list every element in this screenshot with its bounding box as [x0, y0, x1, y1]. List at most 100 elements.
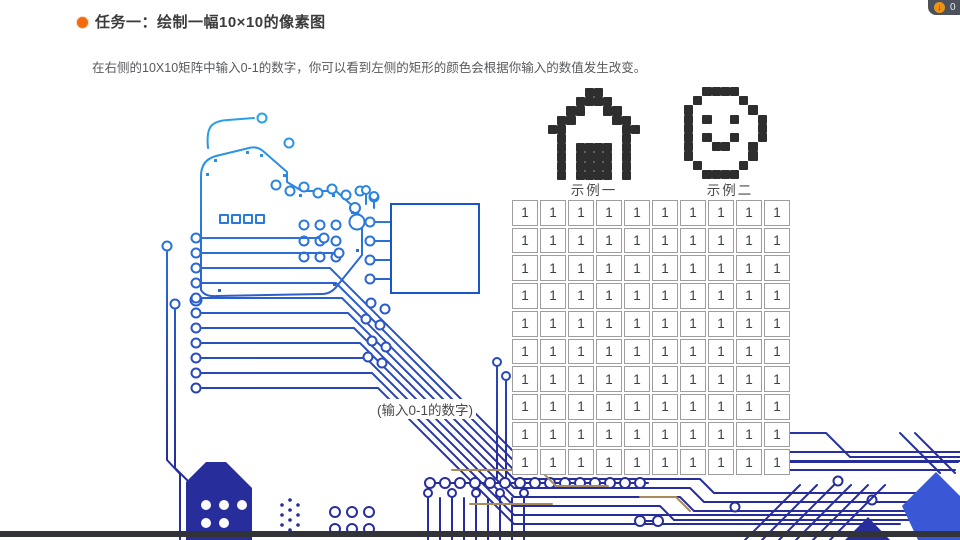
matrix-cell-r7c6[interactable]	[680, 393, 706, 420]
matrix-cell-r8c6[interactable]	[680, 421, 706, 448]
matrix-cell-r8c8[interactable]	[736, 421, 762, 448]
matrix-cell-r6c9[interactable]	[764, 366, 790, 392]
matrix-cell-r4c8[interactable]	[736, 310, 762, 337]
matrix-cell-r6c0[interactable]	[512, 366, 538, 392]
matrix-cell-r2c6[interactable]	[680, 255, 706, 282]
matrix-cell-r1c3[interactable]	[596, 227, 622, 254]
matrix-cell-r3c8[interactable]	[736, 283, 762, 309]
matrix-cell-r0c8[interactable]	[736, 200, 762, 226]
matrix-cell-r4c0[interactable]	[512, 310, 538, 337]
matrix-cell-r5c7[interactable]	[708, 338, 734, 365]
matrix-cell-r5c0[interactable]	[512, 338, 538, 365]
matrix-cell-r5c6[interactable]	[680, 338, 706, 365]
matrix-cell-r9c0[interactable]	[512, 449, 538, 475]
matrix-cell-r8c3[interactable]	[596, 421, 622, 448]
matrix-cell-r6c2[interactable]	[568, 366, 594, 392]
matrix-cell-r4c1[interactable]	[540, 310, 566, 337]
matrix-cell-r1c1[interactable]	[540, 227, 566, 254]
matrix-cell-r1c5[interactable]	[652, 227, 678, 254]
matrix-cell-r6c5[interactable]	[652, 366, 678, 392]
matrix-cell-r0c2[interactable]	[568, 200, 594, 226]
matrix-cell-r7c9[interactable]	[764, 393, 790, 420]
matrix-cell-r2c8[interactable]	[736, 255, 762, 282]
matrix-cell-r1c8[interactable]	[736, 227, 762, 254]
matrix-cell-r1c9[interactable]	[764, 227, 790, 254]
matrix-cell-r9c3[interactable]	[596, 449, 622, 475]
matrix-cell-r0c5[interactable]	[652, 200, 678, 226]
matrix-cell-r9c4[interactable]	[624, 449, 650, 475]
matrix-cell-r1c2[interactable]	[568, 227, 594, 254]
matrix-cell-r6c4[interactable]	[624, 366, 650, 392]
matrix-cell-r7c4[interactable]	[624, 393, 650, 420]
matrix-cell-r3c5[interactable]	[652, 283, 678, 309]
matrix-cell-r1c4[interactable]	[624, 227, 650, 254]
matrix-cell-r1c6[interactable]	[680, 227, 706, 254]
matrix-cell-r4c5[interactable]	[652, 310, 678, 337]
matrix-cell-r6c8[interactable]	[736, 366, 762, 392]
matrix-cell-r8c0[interactable]	[512, 421, 538, 448]
matrix-cell-r2c2[interactable]	[568, 255, 594, 282]
matrix-cell-r8c5[interactable]	[652, 421, 678, 448]
matrix-cell-r8c4[interactable]	[624, 421, 650, 448]
matrix-cell-r6c7[interactable]	[708, 366, 734, 392]
matrix-cell-r9c7[interactable]	[708, 449, 734, 475]
matrix-cell-r8c9[interactable]	[764, 421, 790, 448]
matrix-cell-r9c8[interactable]	[736, 449, 762, 475]
matrix-cell-r6c1[interactable]	[540, 366, 566, 392]
matrix-cell-r0c0[interactable]	[512, 200, 538, 226]
matrix-cell-r6c6[interactable]	[680, 366, 706, 392]
matrix-cell-r2c5[interactable]	[652, 255, 678, 282]
matrix-cell-r5c5[interactable]	[652, 338, 678, 365]
matrix-cell-r2c7[interactable]	[708, 255, 734, 282]
matrix-cell-r2c4[interactable]	[624, 255, 650, 282]
matrix-cell-r0c6[interactable]	[680, 200, 706, 226]
matrix-cell-r6c3[interactable]	[596, 366, 622, 392]
matrix-cell-r0c7[interactable]	[708, 200, 734, 226]
matrix-cell-r7c1[interactable]	[540, 393, 566, 420]
matrix-cell-r7c0[interactable]	[512, 393, 538, 420]
matrix-cell-r4c3[interactable]	[596, 310, 622, 337]
matrix-cell-r1c0[interactable]	[512, 227, 538, 254]
matrix-cell-r9c1[interactable]	[540, 449, 566, 475]
matrix-cell-r4c6[interactable]	[680, 310, 706, 337]
download-badge[interactable]: ↓ 0	[928, 0, 960, 15]
matrix-cell-r3c0[interactable]	[512, 283, 538, 309]
matrix-cell-r3c6[interactable]	[680, 283, 706, 309]
matrix-cell-r5c1[interactable]	[540, 338, 566, 365]
matrix-cell-r0c1[interactable]	[540, 200, 566, 226]
matrix-cell-r3c4[interactable]	[624, 283, 650, 309]
matrix-cell-r2c0[interactable]	[512, 255, 538, 282]
matrix-cell-r4c2[interactable]	[568, 310, 594, 337]
matrix-cell-r7c3[interactable]	[596, 393, 622, 420]
matrix-cell-r9c9[interactable]	[764, 449, 790, 475]
matrix-cell-r7c5[interactable]	[652, 393, 678, 420]
matrix-cell-r4c9[interactable]	[764, 310, 790, 337]
matrix-cell-r0c4[interactable]	[624, 200, 650, 226]
matrix-cell-r5c4[interactable]	[624, 338, 650, 365]
matrix-cell-r8c1[interactable]	[540, 421, 566, 448]
matrix-cell-r8c7[interactable]	[708, 421, 734, 448]
matrix-cell-r8c2[interactable]	[568, 421, 594, 448]
matrix-cell-r7c8[interactable]	[736, 393, 762, 420]
matrix-cell-r4c4[interactable]	[624, 310, 650, 337]
matrix-cell-r7c2[interactable]	[568, 393, 594, 420]
matrix-cell-r5c2[interactable]	[568, 338, 594, 365]
matrix-cell-r9c6[interactable]	[680, 449, 706, 475]
matrix-cell-r2c3[interactable]	[596, 255, 622, 282]
matrix-cell-r1c7[interactable]	[708, 227, 734, 254]
matrix-cell-r9c5[interactable]	[652, 449, 678, 475]
matrix-cell-r7c7[interactable]	[708, 393, 734, 420]
matrix-cell-r5c3[interactable]	[596, 338, 622, 365]
matrix-cell-r2c9[interactable]	[764, 255, 790, 282]
matrix-cell-r0c9[interactable]	[764, 200, 790, 226]
matrix-cell-r5c9[interactable]	[764, 338, 790, 365]
matrix-cell-r3c7[interactable]	[708, 283, 734, 309]
matrix-cell-r9c2[interactable]	[568, 449, 594, 475]
matrix-cell-r2c1[interactable]	[540, 255, 566, 282]
matrix-cell-r3c2[interactable]	[568, 283, 594, 309]
matrix-cell-r0c3[interactable]	[596, 200, 622, 226]
matrix-cell-r4c7[interactable]	[708, 310, 734, 337]
matrix-cell-r3c3[interactable]	[596, 283, 622, 309]
matrix-cell-r3c1[interactable]	[540, 283, 566, 309]
matrix-cell-r5c8[interactable]	[736, 338, 762, 365]
